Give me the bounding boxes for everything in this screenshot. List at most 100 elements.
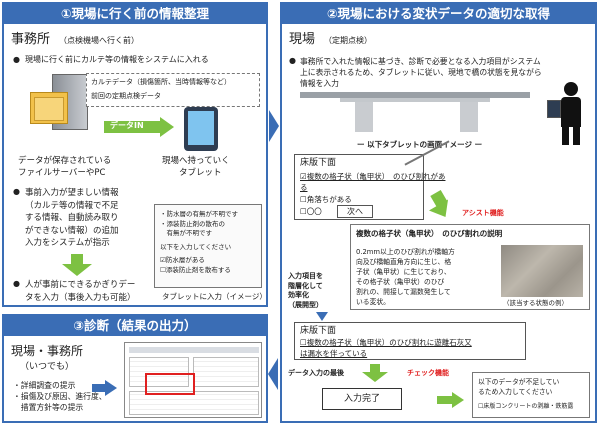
hierarchy-note-line: 効率化 — [288, 291, 309, 299]
tablet-box-line: 以下を入力してください — [160, 242, 232, 251]
site-title: 現場 — [289, 32, 316, 47]
file-server-icon — [30, 74, 96, 136]
tablet-box-checkbox[interactable]: ☑防水層がある — [160, 256, 205, 264]
tablet-image-caption-text: 以下タブレットの画面イメージ — [367, 140, 472, 149]
slab-input-screen-2: 床版下面 ☐複数の格子状（亀甲状）のひび割れに遊離石灰又 は漏水を伴っている — [294, 322, 526, 360]
panel-info-preparation: ①現場に行く前の情報整理 事務所 （点検機場へ行く前） ● 現場に行く前にカルテ… — [2, 2, 268, 307]
diagnosis-items: ・詳細調査の提示 ・損傷及び原因、進行度、 措置方針等の提示 — [13, 380, 107, 413]
slab2-line-2: は漏水を伴っている — [300, 349, 368, 358]
assist-body: 0.2mm以上のひび割れが橋軸方 向及び橋軸直角方向に生じ、格 子状（亀甲状）に… — [356, 247, 455, 307]
bullet2-text: 事前入力が望ましい情報 （カルテ等の情報で不足 する情報、自動読み取り ができな… — [25, 187, 119, 250]
diagnosis-item-text: 措置方針等の提示 — [20, 403, 84, 412]
office-subtitle: （点検機場へ行く前） — [59, 36, 139, 45]
assist-body-line: 0.2mm以上のひび割れが橋軸方 — [356, 248, 455, 256]
tablet-box-caption: タブレットに入力（イメージ） — [162, 292, 267, 301]
slab-check-1[interactable]: ☑複数の格子状（亀甲状） のひび割れがあ — [300, 172, 446, 181]
panel-diagnosis: ③診断（結果の出力） 現場・事務所 （いつでも） ・詳細調査の提示 ・損傷及び原… — [2, 314, 268, 423]
assist-body-line: 子状（亀甲状）に生じており、 — [356, 268, 451, 276]
assist-body-line: いる変状。 — [356, 298, 390, 306]
hierarchy-arrow — [316, 312, 328, 321]
diagnosis-when: （いつでも） — [20, 362, 75, 372]
office-title: 事務所 — [11, 32, 51, 47]
hierarchy-note-line: （展開型） — [288, 300, 323, 309]
warn-arrow — [437, 392, 465, 408]
slab2-title: 床版下面 — [300, 326, 337, 336]
tablet-icon — [184, 107, 218, 151]
tablet-caption-2: タブレット — [179, 168, 222, 178]
hierarchy-note-line: 階層化して — [288, 281, 323, 290]
tablet-box-line: ・添装防止剤の散布の — [160, 219, 225, 228]
hierarchy-note: 入力項目を 階層化して 効率化 （展開型） — [288, 272, 323, 310]
inspector-figure — [547, 82, 587, 146]
bullet2-line: 入力をシステムが指示 — [25, 238, 110, 248]
tablet-caption-1: 現場へ持っていく — [162, 156, 230, 166]
bullet2-line: （カルテ等の情報で不足 — [25, 200, 119, 211]
assist-panel: 複数の格子状（亀甲状） のひび割れの説明 0.2mm以上のひび割れが橋軸方 向及… — [350, 224, 590, 310]
diagnosis-item: ・損傷及び原因、進行度、 — [13, 392, 107, 401]
panel1-title: ①現場に行く前の情報整理 — [4, 4, 266, 24]
bullet2-line: 事前入力が望ましい情報 — [25, 188, 119, 198]
tablet-box-checkbox[interactable]: ☐添装防止剤を散布する — [160, 265, 231, 274]
warn-line: るため入力してください — [478, 388, 553, 396]
assist-title: 複数の格子状（亀甲状） のひび割れの説明 — [356, 229, 503, 238]
flow-arrow-2-to-3 — [268, 358, 278, 390]
panel3-title: ③診断（結果の出力） — [4, 316, 266, 336]
diagnosis-item: ・詳細調査の提示 — [13, 381, 76, 390]
slab2-line-1[interactable]: ☐複数の格子状（亀甲状）のひび割れに遊離石灰又 — [300, 338, 472, 347]
slab-check-3[interactable]: ☐〇〇 — [300, 207, 322, 216]
bullet-icon: ● — [13, 279, 20, 288]
flow-arrow-1-to-2 — [269, 110, 279, 142]
diagnosis-item-text: 詳細調査の提示 — [20, 381, 76, 390]
panel2-title: ②現場における変状データの適切な取得 — [282, 4, 595, 24]
tablet-box-line: ・防水層の有無が不明です — [160, 210, 238, 218]
data-in-label: データIN — [110, 121, 144, 130]
slab-input-screen: 床版下面 ☑複数の格子状（亀甲状） のひび割れがあ る ☐角落ちがある ☐〇〇 … — [294, 154, 445, 220]
info-list-box: カルテデータ（損傷箇所、当時情報等など） 前回の定期点検データ — [86, 73, 260, 107]
warn-item[interactable]: ☐床版コンクリートの剥離・鉄筋露 — [478, 403, 574, 410]
panel-field-data: ②現場における変状データの適切な取得 現場 （定期点検） ● 事務所で入れた情報… — [280, 2, 597, 423]
bullet-icon: ● — [13, 187, 20, 196]
diagnosis-item-text: 損傷及び原因、進行度、 — [20, 392, 107, 401]
bullet3-text: 人が事前にできるかぎりデー タを入力（事後入力も可能） — [25, 279, 136, 304]
diagnosis-arrow — [92, 380, 120, 396]
tablet-image-caption: ー 以下タブレットの画面イメージ ー — [357, 140, 483, 149]
assist-label: アシスト機能 — [462, 209, 504, 217]
down-arrow — [62, 254, 92, 276]
missing-data-warning: 以下のデータが不足してい るため入力してください ☐床版コンクリートの剥離・鉄筋… — [472, 372, 590, 418]
report-thumbnail — [124, 342, 262, 418]
bullet1-text: 現場に行く前にカルテ等の情報をシステムに入れる — [25, 55, 209, 64]
bullet3-line: 人が事前にできるかぎりデー — [25, 280, 136, 290]
server-caption-1: データが保存されている — [18, 156, 112, 166]
site-subtitle: （定期点検） — [324, 36, 372, 45]
bullet2-line: する情報、自動読み取り — [25, 213, 119, 223]
slab-check-1b: る — [300, 183, 308, 192]
bullet-icon: ● — [289, 56, 296, 65]
site-bullet-text: 事務所で入れた情報に基づき、診断で必要となる入力項目がシステム 上に表示されるた… — [300, 56, 542, 89]
slab-title: 床版下面 — [300, 158, 337, 168]
slab-check-2[interactable]: ☐角落ちがある — [300, 195, 352, 204]
complete-button[interactable]: 入力完了 — [322, 388, 402, 410]
tablet-box-line: 有無が不明です — [160, 229, 213, 237]
bullet2-line: ができない情報）の追加 — [25, 225, 119, 236]
last-step-label: データ入力の最後 — [288, 369, 344, 377]
site-bullet-line: 事務所で入れた情報に基づき、診断で必要となる入力項目がシステム — [300, 57, 541, 66]
assist-arrow — [427, 189, 457, 223]
bullet-icon: ● — [13, 55, 20, 64]
next-button[interactable]: 次へ — [337, 205, 373, 218]
info-item-2: 前回の定期点検データ — [91, 92, 161, 100]
site-bullet-line: 上に表示されるため、タブレットに従い、現地で橋の状態を見ながら — [300, 68, 542, 77]
bridge-illustration — [300, 92, 530, 134]
server-caption-2: ファイルサーバーやPC — [18, 168, 106, 178]
bullet3-line: タを入力（事後入力も可能） — [25, 292, 136, 303]
photo-caption: （該当する状態の例） — [503, 299, 568, 307]
site-bullet-line: 情報を入力 — [300, 79, 339, 88]
check-label: チェック機能 — [407, 369, 449, 377]
warn-line: 以下のデータが不足してい — [478, 378, 560, 386]
diagnosis-item: 措置方針等の提示 — [13, 402, 107, 413]
assist-body-line: 割れの、開接して漏数発生して — [356, 288, 451, 296]
hierarchy-note-line: 入力項目を — [288, 272, 323, 280]
assist-body-line: その格子状（亀甲状）のひび — [356, 278, 445, 286]
data-in-arrow: データIN — [104, 117, 174, 137]
diagnosis-place: 現場・事務所 — [11, 344, 84, 358]
crack-photo — [501, 245, 583, 297]
